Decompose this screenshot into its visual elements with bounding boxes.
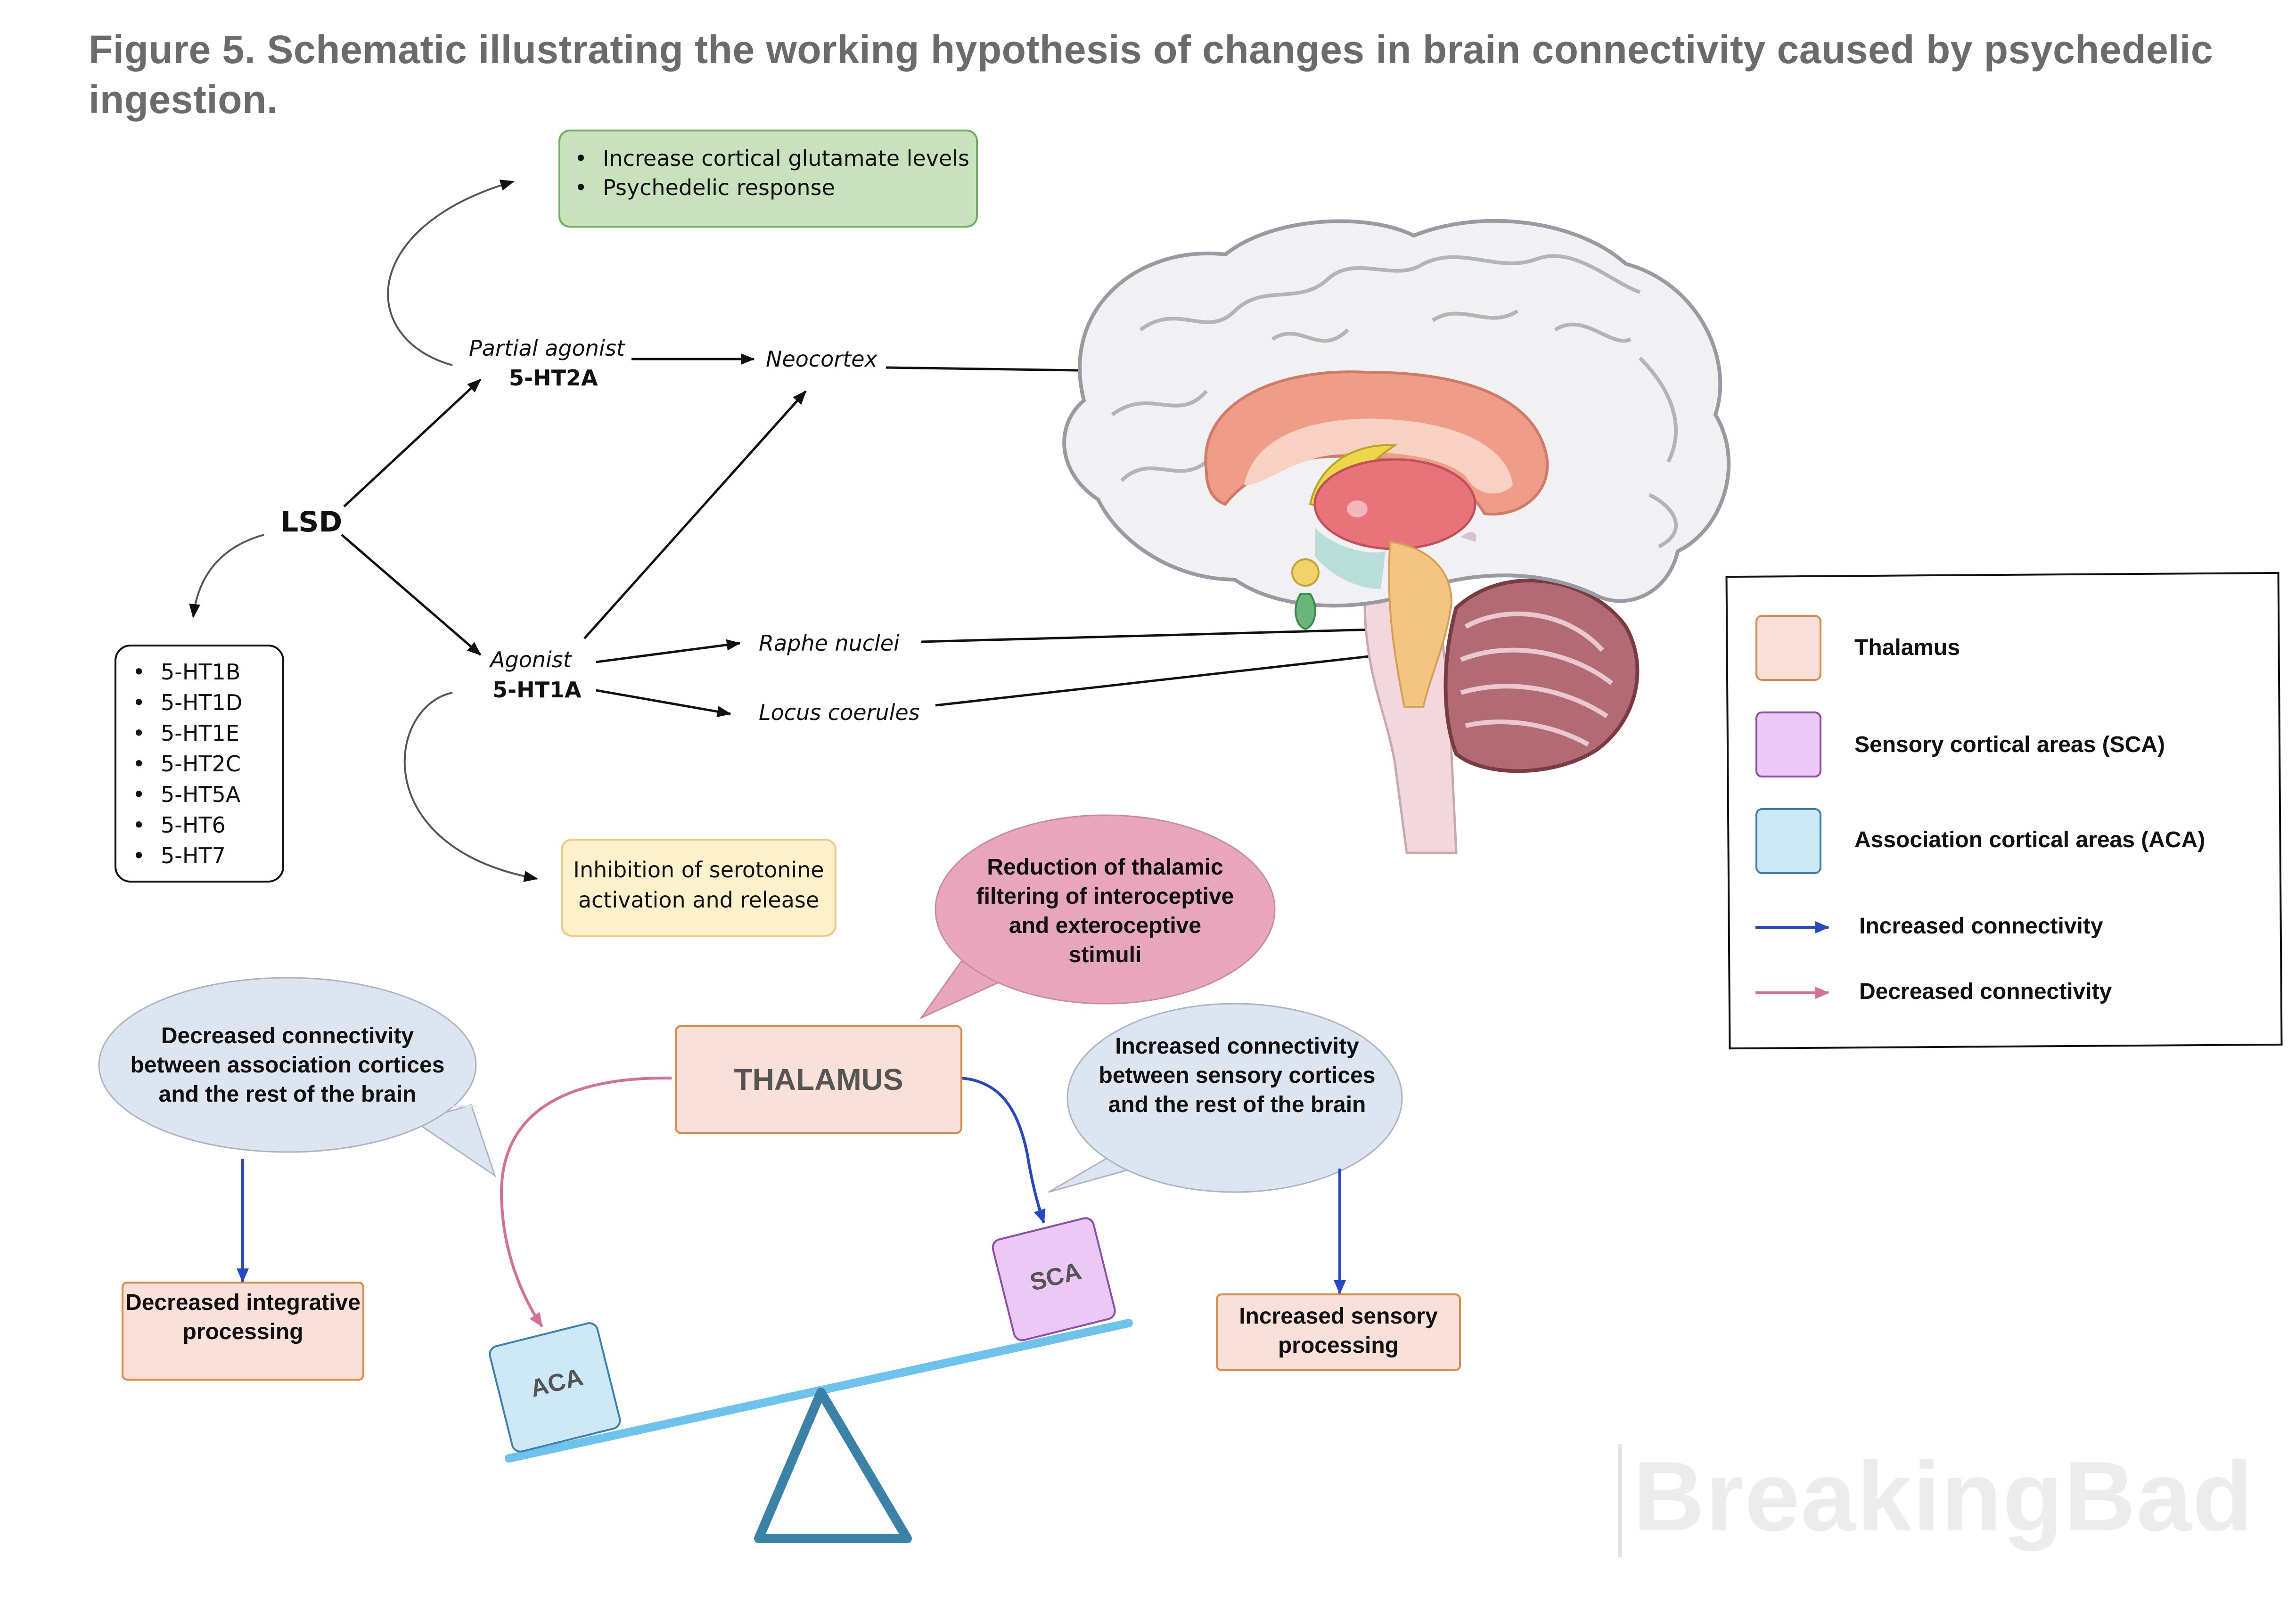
left-bubble-text: Decreased connectivity between associati…: [130, 1023, 445, 1107]
psychedelic-response-item: Psychedelic response: [560, 175, 976, 200]
legend-thalamus-swatch: [1755, 615, 1821, 681]
thalamus-box-label: THALAMUS: [734, 1063, 903, 1096]
legend-sca-swatch: [1755, 711, 1821, 777]
curved-arrow-to-glutamate: [387, 180, 515, 366]
decreased-integrative-text: Decreased integrative processing: [125, 1290, 361, 1344]
sca-block: [992, 1217, 1116, 1341]
increased-sensory-box: Increased sensory processing: [1216, 1293, 1461, 1371]
neocortex-label: Neocortex: [766, 346, 877, 372]
legend-increased-label: Increased connectivity: [1859, 914, 2103, 939]
arrow-lsd-to-5ht1a: [341, 534, 482, 656]
curved-arrow-to-inhibition: [403, 692, 538, 882]
right-bubble: [1066, 1003, 1403, 1193]
arrow-lsd-to-5ht2a: [343, 378, 482, 507]
aca-block: [489, 1322, 621, 1453]
decreased-integrative-box: Decreased integrative processing: [122, 1282, 364, 1381]
brain-illustration: [1062, 219, 1731, 854]
receptor-item: 5-HT6: [118, 810, 282, 841]
watermark: BreakingBad: [1633, 1441, 2254, 1552]
arrow-locus-to-brain: [935, 646, 1424, 707]
arrow-5ht1a-to-neocortex: [583, 390, 807, 639]
arrow-to-raphe: [596, 639, 741, 663]
legend-decreased-label: Decreased connectivity: [1859, 979, 2112, 1004]
glutamate-box: Increase cortical glutamate levels Psych…: [558, 130, 978, 228]
5ht2a-label: 5-HT2A: [509, 365, 598, 391]
increased-sensory-text: Increased sensory processing: [1239, 1304, 1438, 1358]
thalamus-box: THALAMUS: [675, 1025, 962, 1134]
receptor-item: 5-HT2C: [118, 749, 282, 779]
legend-aca-label: Association cortical areas (ACA): [1854, 827, 2206, 852]
receptor-item: 5-HT1D: [118, 687, 282, 718]
receptor-item: 5-HT7: [118, 841, 282, 871]
locus-label: Locus coerules: [759, 700, 920, 725]
figure-title: Figure 5. Schematic illustrating the wor…: [89, 27, 2214, 122]
receptor-item: 5-HT1E: [118, 718, 282, 749]
decreased-arrow-thalamus-to-aca: [500, 1076, 672, 1327]
reduction-bubble: [935, 814, 1276, 1005]
legend-sca-label: Sensory cortical areas (SCA): [1854, 732, 2165, 757]
seesaw-fulcrum: [754, 1388, 912, 1543]
agonist-label: Agonist: [490, 647, 572, 672]
glutamate-item: Increase cortical glutamate levels: [560, 146, 976, 171]
lsd-label: LSD: [280, 506, 343, 539]
partial-agonist-label: Partial agonist: [469, 335, 625, 361]
right-bubble-text: Increased connectivity between sensory c…: [1099, 1034, 1376, 1117]
increased-arrow-thalamus-to-sca: [961, 1077, 1046, 1224]
receptor-list-box: 5-HT1B 5-HT1D 5-HT1E 5-HT2C 5-HT5A 5-HT6…: [115, 645, 284, 883]
legend-aca-swatch: [1755, 808, 1821, 874]
arrow-neocortex-to-brain: [886, 365, 1108, 376]
inhibition-box: Inhibition of serotonine activation and …: [561, 839, 836, 937]
legend-thalamus-label: Thalamus: [1854, 635, 1960, 660]
5ht1a-label: 5-HT1A: [492, 677, 582, 703]
curved-arrow-to-receptors: [189, 534, 264, 618]
receptor-item: 5-HT1B: [118, 657, 282, 687]
raphe-label: Raphe nuclei: [759, 630, 900, 656]
reduction-text: Reduction of thalamic filtering of inter…: [976, 855, 1234, 967]
arrow-raphe-to-brain: [921, 623, 1391, 643]
arrow-to-locus: [596, 689, 731, 717]
receptor-item: 5-HT5A: [118, 779, 282, 810]
left-bubble: [98, 977, 477, 1153]
inhibition-text: Inhibition of serotonine activation and …: [573, 857, 824, 913]
